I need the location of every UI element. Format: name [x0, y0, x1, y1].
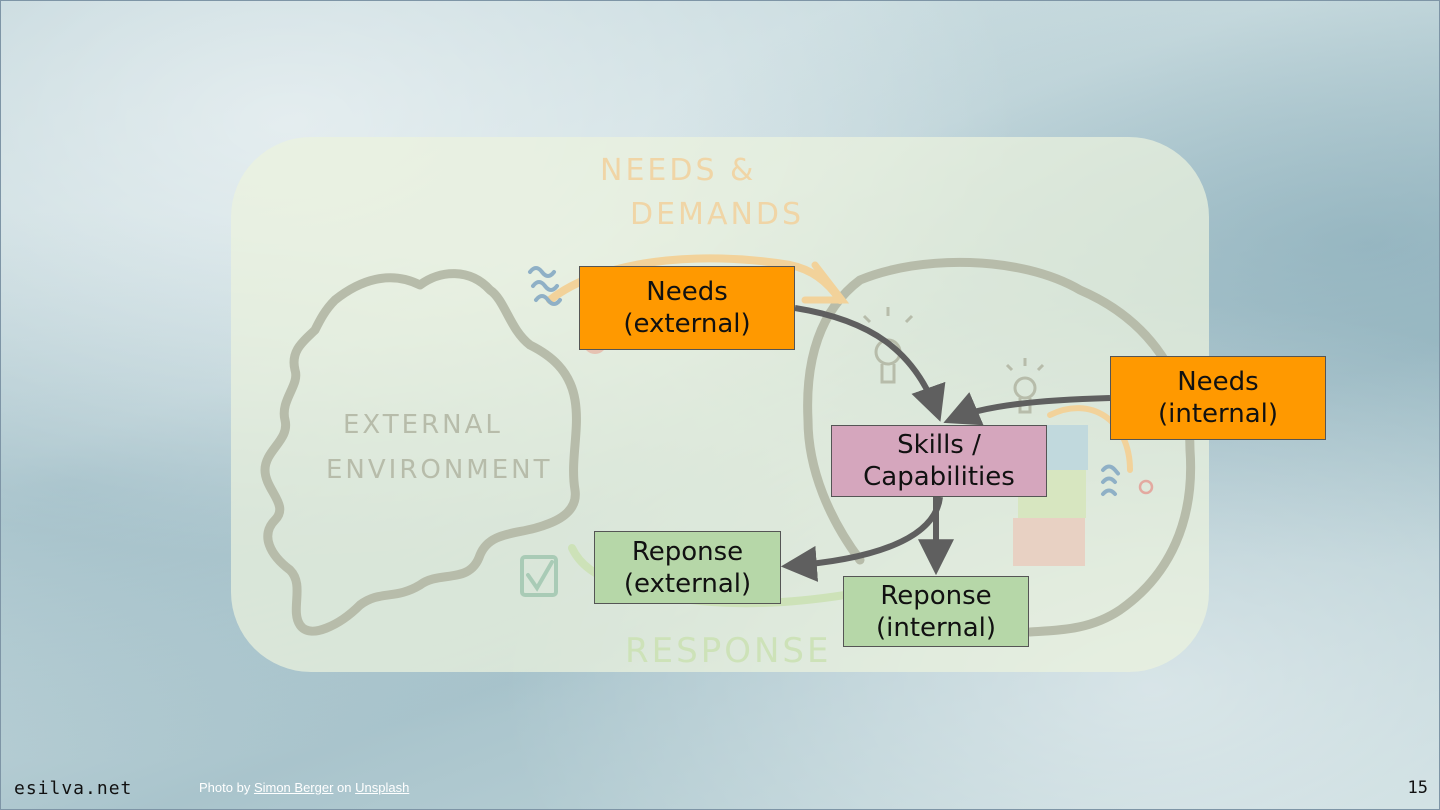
arrow-skills-to-response-external [780, 496, 943, 582]
node-response-internal-label: Reponse (internal) [875, 580, 997, 643]
site-name: esilva.net [14, 778, 133, 799]
needs-demands-label-1: NEEDS & [600, 153, 756, 188]
external-environment-label-1: EXTERNAL [343, 410, 503, 440]
node-skills-capabilities-label: Skills / Capabilities [863, 430, 1015, 492]
node-needs-external: Needs (external) [579, 266, 795, 350]
node-response-external-label: Reponse (external) [623, 536, 752, 599]
internal-needs-sketch-curl [1047, 405, 1133, 473]
internal-sketch-dot [1138, 479, 1154, 495]
node-needs-internal-label: Needs (internal) [1157, 367, 1279, 429]
arrow-needs-external-to-skills [794, 305, 946, 422]
credit-middle: on [333, 780, 356, 795]
node-needs-internal: Needs (internal) [1110, 356, 1326, 440]
credit-source-link[interactable]: Unsplash [355, 780, 410, 795]
node-response-internal: Reponse (internal) [843, 576, 1029, 647]
external-environment-blob [260, 269, 581, 636]
response-label: RESPONSE [625, 631, 831, 671]
external-environment-label-2: ENVIRONMENT [326, 455, 553, 485]
node-needs-external-label: Needs (external) [623, 277, 751, 339]
credit-author-link[interactable]: Simon Berger [253, 780, 334, 795]
squiggle-icon [528, 266, 562, 306]
node-response-external: Reponse (external) [594, 531, 781, 604]
squiggle-icon [1101, 464, 1120, 496]
page-number: 15 [1407, 778, 1428, 798]
sticky-note [1013, 518, 1085, 566]
needs-demands-sketch-arrowhead [801, 261, 850, 304]
checkbox-icon [520, 555, 558, 597]
credit-prefix: Photo by [199, 780, 254, 795]
needs-demands-label-2: DEMANDS [630, 197, 804, 232]
arrow-needs-internal-to-skills [943, 392, 1111, 426]
photo-credit: Photo by Simon Berger on Unsplash [199, 780, 409, 795]
node-skills-capabilities: Skills / Capabilities [831, 425, 1047, 497]
